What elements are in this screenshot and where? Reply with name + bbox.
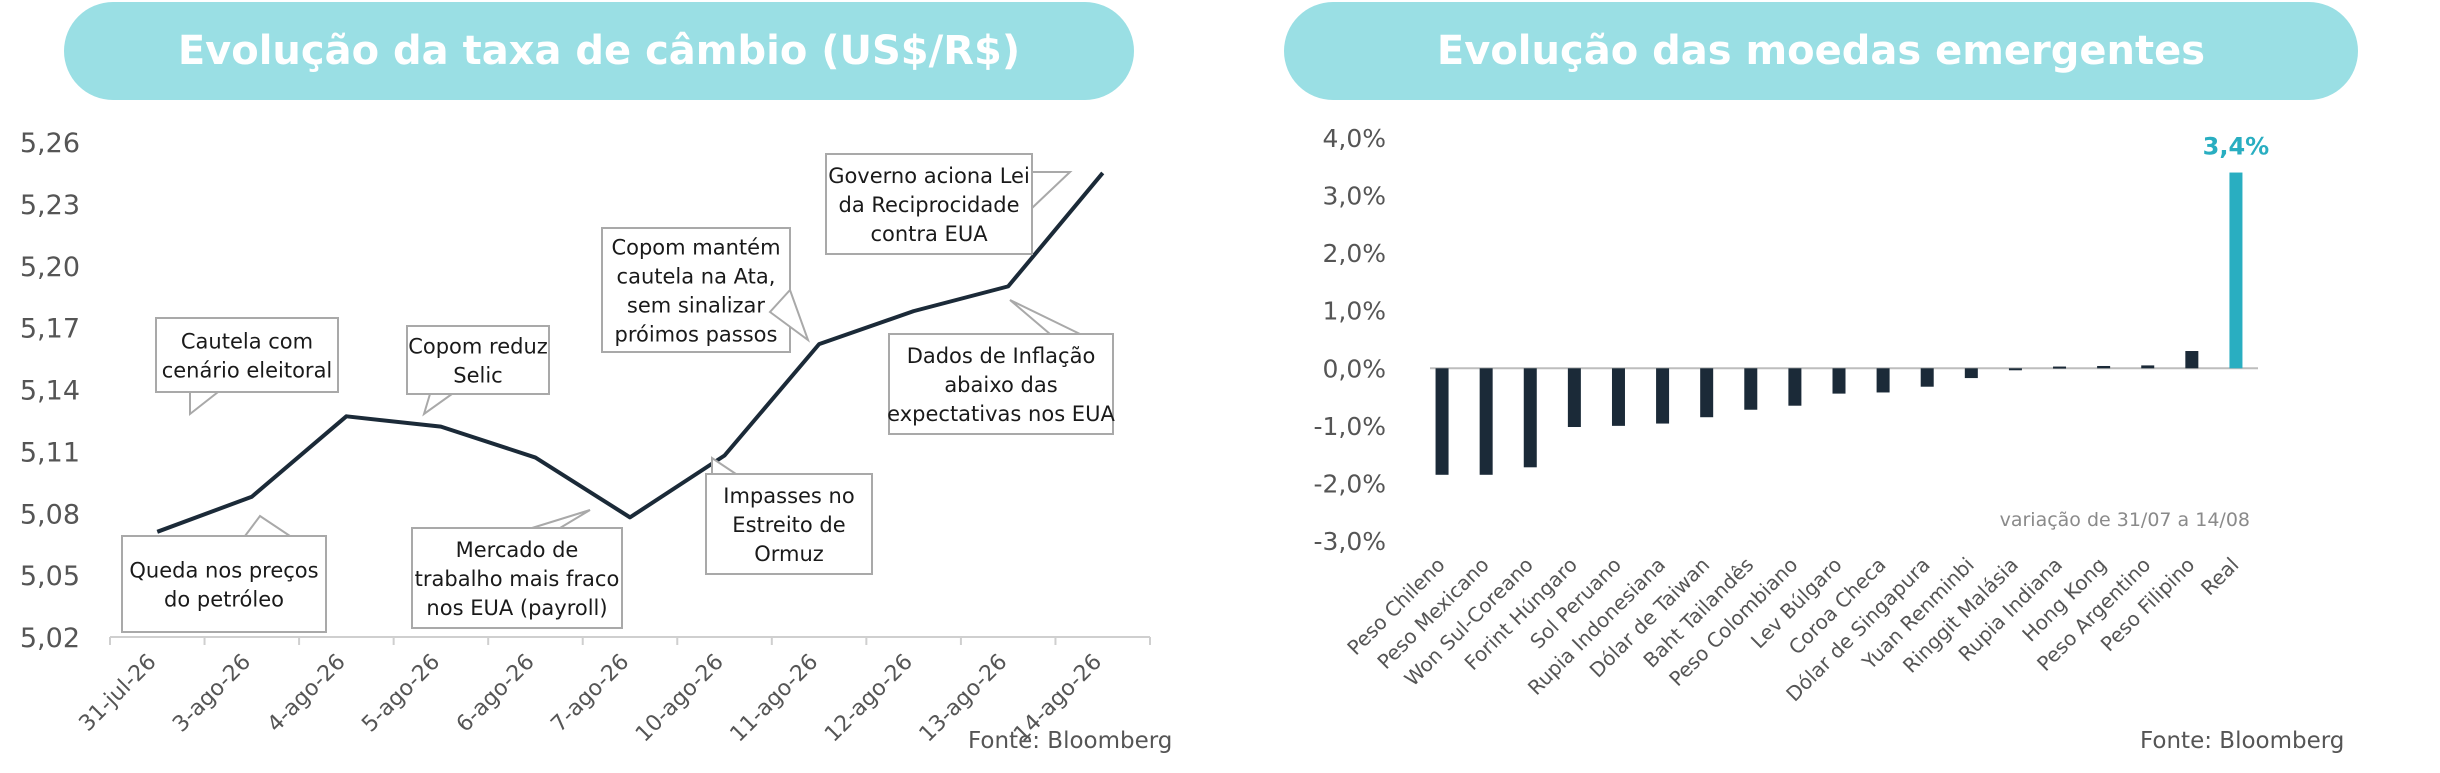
callout-text: Copom mantém: [611, 236, 780, 260]
callout-pointer: [768, 288, 811, 343]
left-x-tick-label: 4-ago-26: [263, 650, 351, 738]
callout-box: [121, 535, 327, 633]
callout-text: do petróleo: [164, 588, 284, 612]
callout-box: [888, 333, 1114, 435]
right-x-tick-label: Real: [2196, 553, 2243, 600]
currency-bar: [1964, 368, 1978, 379]
left-y-tick-label: 5,05: [20, 561, 80, 592]
left-x-tick-label: 11-ago-26: [726, 650, 824, 748]
currency-bar: [1832, 368, 1846, 394]
callout-text: contra EUA: [870, 222, 988, 246]
currency-bar: [1920, 368, 1934, 387]
left-x-tick-label: 3-ago-26: [168, 650, 256, 738]
callout-box: [601, 227, 791, 353]
callout-box: [155, 317, 339, 393]
left-y-tick-label: 5,14: [20, 376, 80, 407]
period-note: variação de 31/07 a 14/08: [2000, 509, 2250, 531]
right-y-tick-label: 3,0%: [1322, 182, 1386, 211]
right-y-tick-label: -3,0%: [1313, 527, 1386, 556]
right-source-note: Fonte: Bloomberg: [2140, 728, 2345, 754]
callout-pointer: [531, 509, 591, 529]
left-source-note: Fonte: Bloomberg: [968, 728, 1173, 754]
currency-bar: [2229, 172, 2243, 369]
callout-text: Queda nos preços: [129, 559, 318, 583]
currency-bar: [1744, 368, 1758, 410]
callout-pointer: [422, 393, 456, 417]
left-y-tick-label: 5,11: [20, 437, 80, 468]
left-y-tick-label: 5,08: [20, 499, 80, 530]
currency-bar: [1656, 368, 1670, 424]
right-y-tick-label: 4,0%: [1322, 124, 1386, 153]
callout-pointer: [711, 456, 740, 475]
callout-text: Impasses no: [723, 484, 854, 508]
callout-text: expectativas nos EUA: [887, 402, 1115, 426]
left-x-tick-label: 7-ago-26: [546, 650, 634, 738]
left-chart-title: Evolução da taxa de câmbio (US$/R$): [64, 2, 1134, 100]
right-y-tick-label: -2,0%: [1313, 469, 1386, 498]
currency-bar: [2008, 368, 2022, 371]
callout-text: Cautela com: [181, 330, 313, 354]
left-x-tick-label: 10-ago-26: [631, 650, 729, 748]
currency-bar: [1788, 368, 1802, 406]
left-y-tick-label: 5,23: [20, 190, 80, 221]
left-x-tick-label: 31-jul-26: [75, 650, 162, 737]
callout-text: da Reciprocidade: [838, 193, 1019, 217]
currency-bar: [1479, 368, 1493, 475]
currency-bar: [2097, 365, 2111, 369]
real-value-label: 3,4%: [2203, 133, 2270, 161]
currency-bar: [1567, 368, 1581, 428]
left-x-tick-label: 6-ago-26: [452, 650, 540, 738]
callout-text: Copom reduz: [408, 335, 548, 359]
callout-box: [825, 153, 1033, 255]
currency-bar: [1435, 368, 1449, 475]
callout-text: nos EUA (payroll): [426, 596, 607, 620]
currency-bar: [1700, 368, 1714, 418]
currency-bar: [2141, 365, 2155, 369]
callout-text: sem sinalizar: [627, 294, 766, 318]
callout-text: cenário eleitoral: [162, 359, 333, 383]
left-y-tick-label: 5,02: [20, 623, 80, 654]
callout-text: trabalho mais fraco: [415, 567, 620, 591]
callout-text: Selic: [453, 364, 502, 388]
left-y-tick-label: 5,26: [20, 128, 80, 159]
currency-bar: [1876, 368, 1890, 393]
callout-box: [705, 473, 873, 575]
left-y-tick-label: 5,20: [20, 252, 80, 283]
right-chart-title: Evolução das moedas emergentes: [1284, 2, 2358, 100]
right-y-tick-label: -1,0%: [1313, 412, 1386, 441]
callout-box: [411, 527, 623, 629]
currency-bar: [2053, 366, 2067, 369]
exchange-rate-line: [156, 171, 1105, 534]
callout-pointer: [1031, 171, 1073, 211]
currency-bar: [1523, 368, 1537, 468]
right-y-tick-label: 0,0%: [1322, 354, 1386, 383]
callout-text: Ormuz: [754, 542, 824, 566]
right-y-tick-label: 2,0%: [1322, 239, 1386, 268]
callout-text: Dados de Inflação: [907, 344, 1096, 368]
callout-pointer: [189, 391, 221, 417]
right-y-tick-label: 1,0%: [1322, 297, 1386, 326]
callout-box: [406, 325, 550, 395]
callout-text: próimos passos: [615, 323, 778, 347]
left-y-tick-label: 5,17: [20, 314, 80, 345]
callout-pointer: [1009, 299, 1081, 335]
callout-text: abaixo das: [944, 373, 1057, 397]
left-x-tick-label: 5-ago-26: [357, 650, 445, 738]
callout-pointer: [243, 514, 294, 537]
callout-text: cautela na Ata,: [617, 265, 776, 289]
currency-bar: [2185, 351, 2199, 369]
callout-text: Governo aciona Lei: [828, 164, 1030, 188]
currency-bar: [1611, 368, 1625, 426]
callout-text: Estreito de: [732, 513, 845, 537]
callout-text: Mercado de: [456, 538, 579, 562]
left-x-tick-label: 12-ago-26: [820, 650, 918, 748]
